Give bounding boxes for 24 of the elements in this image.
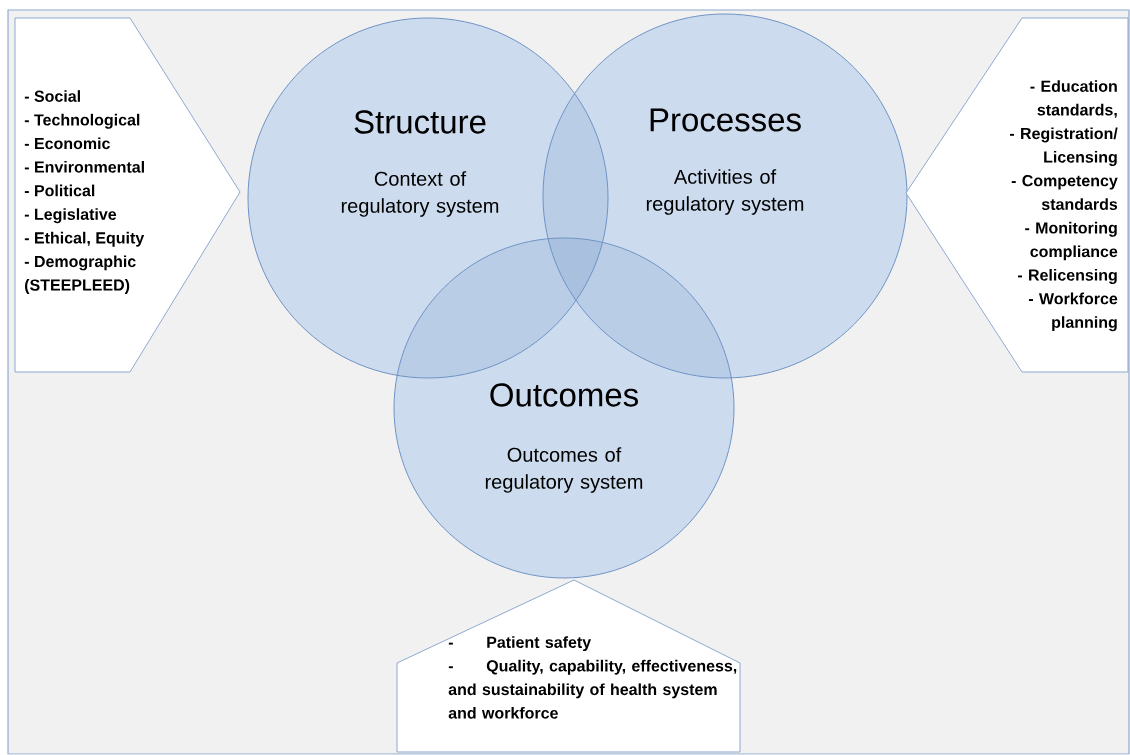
node-label: and workforce <box>448 706 558 719</box>
node-label: (STEEPLEED) <box>25 278 130 294</box>
node-label: - Economic <box>24 137 110 150</box>
bullet-list: - Patient safety - Quality, capability, effectiveness, and sustainability of health system and workforce <box>448 636 737 719</box>
node-label: - Competency standards <box>1011 175 1118 210</box>
node-label: - Political <box>24 184 95 197</box>
bullet-list: - Education standards, - Registration/ Licensing - Competency standards - Monitoring compliance - Relicensing - Workforce planning <box>1010 80 1118 332</box>
node-label: - Education standards, <box>1030 80 1117 118</box>
node-label: - <box>448 642 453 645</box>
node-label: Patient safety <box>487 636 592 652</box>
node-label: - Workforce planning <box>1028 292 1118 332</box>
bullet-list: - Social - Technological - Economic - Environmental - Political - Legislative - Ethical, Equity - Demographic (STEEPLEED) <box>24 90 145 294</box>
node-label: - Relicensing <box>1017 269 1117 284</box>
node-label: - Technological <box>24 113 140 129</box>
node-label: Quality, capability, effectiveness, <box>486 659 737 675</box>
node-label: - Ethical, Equity <box>24 231 145 247</box>
node-label: - Environmental <box>24 161 144 173</box>
node-label: and sustainability of health system <box>448 683 717 699</box>
node-label: - Registration/ Licensing <box>1009 127 1118 166</box>
node-label: - Legislative <box>24 208 117 224</box>
node-label: - Demographic <box>24 255 136 271</box>
node-label: - Social <box>24 90 80 102</box>
node-label: - Monitoring compliance <box>1025 221 1118 261</box>
node-label: - <box>448 666 453 669</box>
